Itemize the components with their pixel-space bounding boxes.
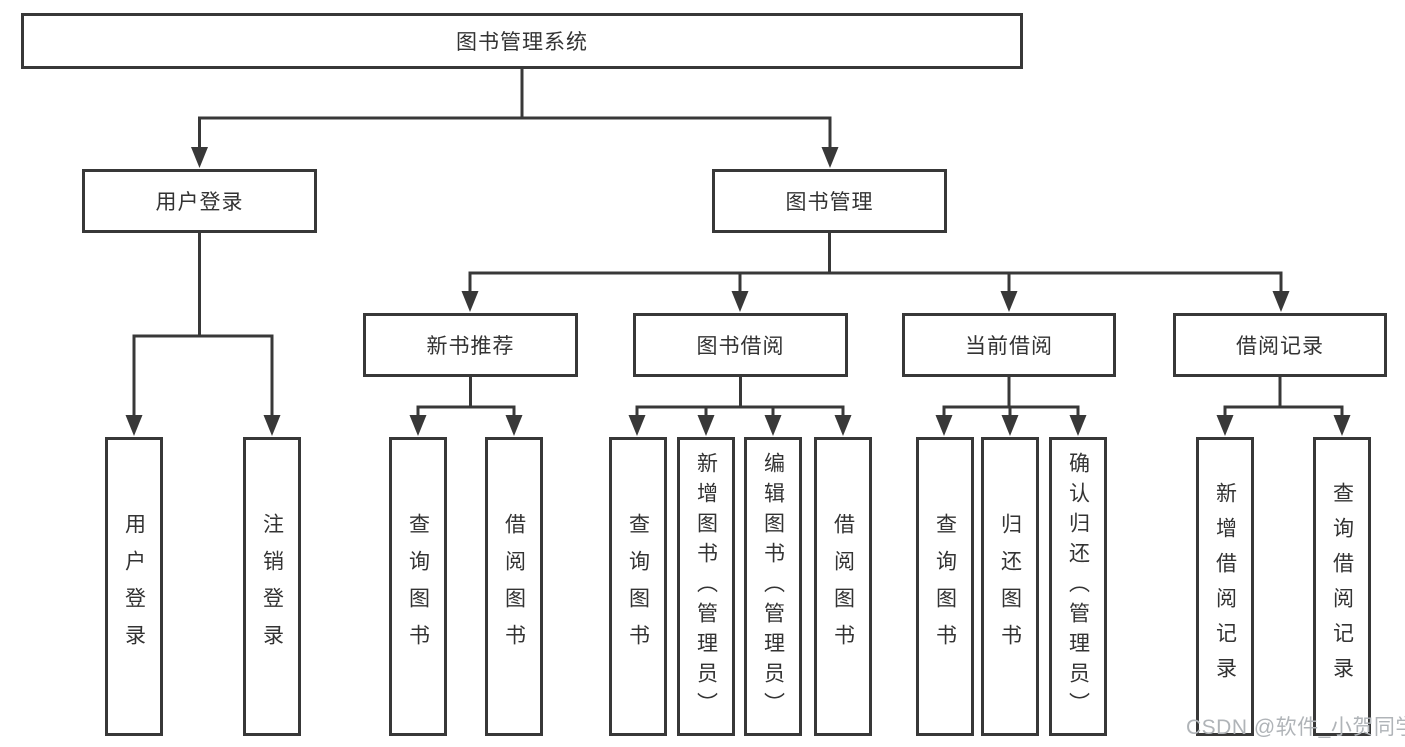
leaf-borrow-books-recommend: 借阅图书 bbox=[485, 437, 543, 736]
leaf-label: 查询图书 bbox=[626, 512, 650, 661]
leaf-confirm-return-admin: 确认归还（管理员） bbox=[1049, 437, 1107, 736]
node-label: 借阅记录 bbox=[1236, 335, 1324, 358]
leaf-add-borrow-record: 新增借阅记录 bbox=[1196, 437, 1254, 736]
leaf-label: 查询图书 bbox=[406, 512, 430, 661]
leaf-label: 新增图书（管理员） bbox=[694, 451, 718, 722]
leaf-query-books-recommend: 查询图书 bbox=[389, 437, 447, 736]
leaf-label: 确认归还（管理员） bbox=[1066, 451, 1090, 722]
leaf-user-login: 用户登录 bbox=[105, 437, 163, 736]
leaf-edit-books-admin: 编辑图书（管理员） bbox=[744, 437, 802, 736]
node-new-book-recommendation: 新书推荐 bbox=[363, 313, 578, 377]
leaf-label: 借阅图书 bbox=[831, 512, 855, 661]
node-label: 图书管理 bbox=[785, 191, 874, 214]
node-label: 新书推荐 bbox=[426, 335, 515, 358]
leaf-borrow-books-borrowing: 借阅图书 bbox=[814, 437, 872, 736]
leaf-label: 注销登录 bbox=[260, 512, 284, 661]
node-label: 当前借阅 bbox=[965, 335, 1053, 358]
leaf-logout: 注销登录 bbox=[243, 437, 301, 736]
leaf-query-books-current: 查询图书 bbox=[916, 437, 974, 736]
leaf-add-books-admin: 新增图书（管理员） bbox=[677, 437, 735, 736]
leaf-query-borrow-record: 查询借阅记录 bbox=[1313, 437, 1371, 736]
leaf-label: 新增借阅记录 bbox=[1213, 481, 1237, 692]
node-borrowing-records: 借阅记录 bbox=[1173, 313, 1387, 377]
node-user-login: 用户登录 bbox=[82, 169, 317, 233]
leaf-label: 查询图书 bbox=[933, 512, 957, 661]
node-root-book-management-system: 图书管理系统 bbox=[21, 13, 1023, 69]
watermark: CSDN @软件_小贺同学 bbox=[1186, 716, 1405, 739]
node-current-borrowing: 当前借阅 bbox=[902, 313, 1116, 377]
leaf-return-books: 归还图书 bbox=[981, 437, 1039, 736]
node-book-borrowing: 图书借阅 bbox=[633, 313, 848, 377]
leaf-label: 查询借阅记录 bbox=[1330, 481, 1354, 692]
leaf-label: 编辑图书（管理员） bbox=[761, 451, 785, 722]
node-label: 用户登录 bbox=[155, 191, 244, 214]
leaf-label: 归还图书 bbox=[998, 512, 1022, 661]
arrowheads bbox=[125, 147, 1351, 436]
leaf-label: 借阅图书 bbox=[502, 512, 526, 661]
node-label: 图书管理系统 bbox=[456, 31, 588, 54]
node-book-management: 图书管理 bbox=[712, 169, 947, 233]
leaf-label: 用户登录 bbox=[122, 512, 146, 661]
node-label: 图书借阅 bbox=[696, 335, 785, 358]
leaf-query-books-borrowing: 查询图书 bbox=[609, 437, 667, 736]
